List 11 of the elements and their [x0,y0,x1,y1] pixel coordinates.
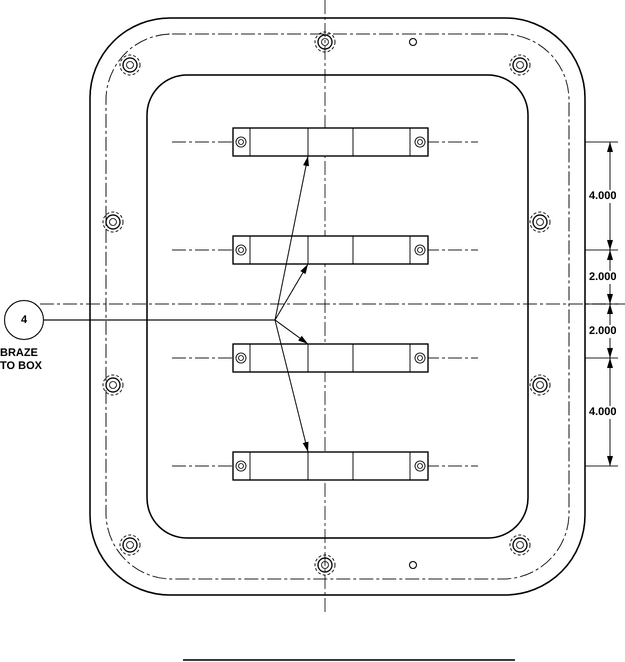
dimension-text: 4.000 [589,406,617,419]
callout-bubble [4,300,44,340]
callout-number: 4 [20,314,28,326]
dimension-text: 2.000 [589,325,617,338]
bracket-bar [232,343,429,373]
dimension-text: 2.000 [589,271,617,284]
bracket-bar [232,127,429,157]
bracket-bar [232,235,429,265]
dimension-text: 4.000 [589,190,617,203]
bracket-bar [232,451,429,481]
note-text: BRAZE TO BOX [0,347,43,373]
